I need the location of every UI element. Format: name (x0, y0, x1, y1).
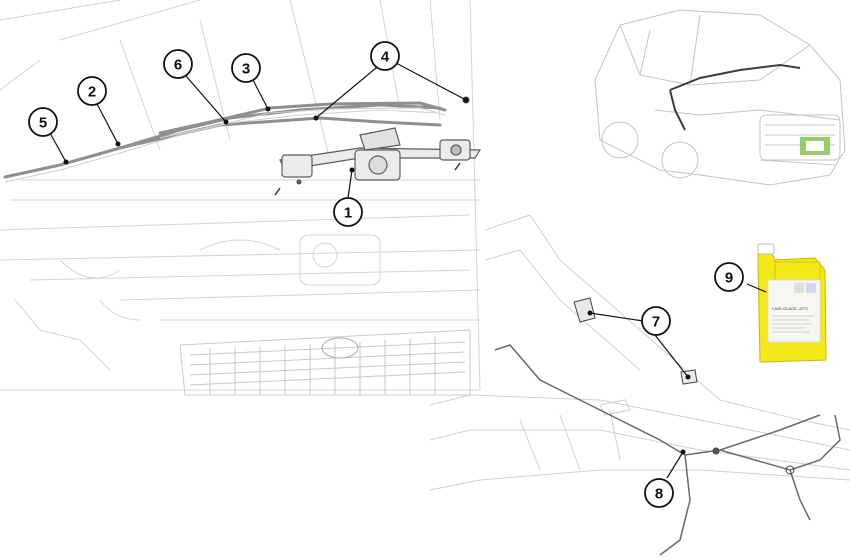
callout-2: 2 (77, 76, 107, 106)
car-wiring (669, 63, 801, 131)
callout-8: 8 (644, 478, 674, 508)
callout-2-label: 2 (88, 84, 96, 101)
callout-7: 7 (641, 306, 671, 336)
wiper-arm-left (118, 116, 442, 150)
car-overview (594, 9, 846, 186)
leader-2 (94, 99, 119, 145)
leader-6 (185, 75, 227, 123)
leader-dots (63, 97, 691, 455)
leader-4b (395, 62, 467, 101)
front-grille (179, 329, 471, 396)
car-badge (800, 137, 830, 155)
callout-5-label: 5 (39, 115, 47, 132)
washer-area-background (429, 214, 850, 491)
callout-1: 1 (333, 197, 363, 227)
callout-4: 4 (370, 41, 400, 71)
callout-9-label: 9 (725, 270, 733, 287)
washer-fluid-bottle: LAVE-GLACE -20°C (757, 243, 827, 363)
washer-hoses (494, 344, 841, 556)
leader-lines (49, 62, 767, 479)
leader-5 (49, 132, 67, 163)
wiper-blade-edges (4, 107, 446, 183)
leader-1 (347, 169, 353, 199)
wiper-blade-right (158, 101, 447, 135)
callout-8-label: 8 (655, 486, 663, 503)
leader-8 (666, 451, 684, 479)
callout-7-label: 7 (652, 314, 660, 331)
leader-9 (746, 283, 767, 293)
bottle-label-title: LAVE-GLACE -20°C (772, 306, 808, 311)
leader-3 (252, 79, 269, 110)
callout-6: 6 (163, 49, 193, 79)
callout-9: 9 (714, 262, 744, 292)
callout-3-label: 3 (242, 61, 250, 78)
callout-6-label: 6 (174, 57, 182, 74)
wiper-area-background (0, 0, 481, 391)
wiper-blades (3, 101, 447, 179)
callout-1-label: 1 (344, 205, 352, 222)
leader-7a (589, 312, 644, 322)
wiper-linkage (279, 127, 482, 181)
callout-5: 5 (28, 107, 58, 137)
callout-4-label: 4 (381, 49, 390, 66)
leader-4a (315, 62, 383, 119)
callout-3: 3 (231, 53, 261, 83)
leader-7b (654, 334, 689, 378)
